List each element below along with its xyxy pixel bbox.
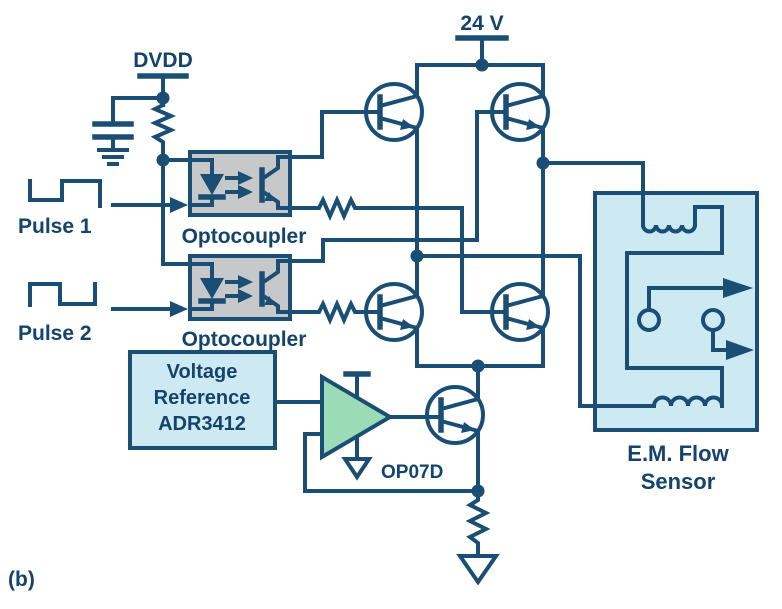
transistor-q3-collector <box>377 254 419 309</box>
transistor-q4-circle <box>490 282 550 342</box>
transistor-q4-emitter-arrow-icon <box>526 319 540 330</box>
pulse2-label: Pulse 2 <box>18 322 92 345</box>
vref-label-line3: ADR3412 <box>158 413 246 435</box>
ground-triangle-icon <box>456 554 500 586</box>
dvdd-to-opto2-anode <box>161 158 192 266</box>
junction-dot <box>475 58 489 72</box>
figure-label: (b) <box>8 568 35 591</box>
pulse2-waveform-icon <box>28 282 97 307</box>
transistor-q1-circle <box>364 82 424 142</box>
transistor-q4-emitter <box>503 315 545 368</box>
opto2-light-arrow1-icon <box>238 275 253 289</box>
junction-dot <box>471 484 485 498</box>
transistor-q2-emitter-arrow-icon <box>526 119 540 130</box>
transistor-q2-emitter <box>503 115 545 165</box>
opto1-light-arrow1-icon <box>238 171 253 185</box>
vref-label-line1: Voltage <box>167 361 238 383</box>
transistor-q5-emitter-arrow-icon <box>461 422 475 433</box>
pulse1-label: Pulse 1 <box>18 215 92 238</box>
junction-dot <box>471 359 485 373</box>
junction-dot <box>156 91 170 105</box>
opto1-to-q1-base-wire <box>288 110 382 159</box>
transistor-q4-collector <box>503 161 545 309</box>
optocoupler1-label: Optocoupler <box>182 225 307 248</box>
transistor-q3-circle <box>364 282 424 342</box>
junction-dot <box>410 249 424 263</box>
opamp-part-label: OP07D <box>381 462 443 483</box>
sensor-electrode2-icon <box>701 308 725 332</box>
dvdd-resistor <box>150 102 176 162</box>
optocoupler2-label: Optocoupler <box>182 328 307 351</box>
vref-label-line2: Reference <box>154 387 251 409</box>
opto2-led-cathode-wire <box>188 299 214 311</box>
feedback-wire <box>303 432 480 493</box>
sensor-electrode1-icon <box>637 308 661 332</box>
sensor-flow-tube <box>625 205 724 408</box>
junction-dot <box>536 156 550 170</box>
supply-label: 24 V <box>460 12 503 35</box>
transistor-q5-collector <box>438 364 480 412</box>
transistor-q5-emitter <box>438 418 480 493</box>
pulse1-arrowhead-icon <box>170 197 188 213</box>
sensor-output1-line <box>647 286 725 312</box>
cap-branch-wire <box>111 96 165 126</box>
transistor-q2-collector <box>503 63 545 109</box>
opto2-resistor-to-q3-base-wire <box>288 299 382 325</box>
opto1-led-anode-wire <box>188 158 214 176</box>
sensor-output2-line <box>711 328 728 352</box>
voltage-reference-box <box>128 350 277 450</box>
opto2-phototransistor-collector <box>259 259 292 286</box>
opto1-resistor-to-q4-base-wire <box>288 195 508 314</box>
opto1-light-arrow2-icon <box>238 185 253 199</box>
opto2-light-arrow2-icon <box>238 289 253 303</box>
sensor-output1-arrow-icon <box>723 278 753 298</box>
opto2-led-anode-wire <box>188 262 214 280</box>
transistor-q2-circle <box>490 82 550 142</box>
pulse2-arrowhead-icon <box>170 301 188 317</box>
opto1-emitter-arrow-icon <box>264 192 276 201</box>
bridge-left-to-sensor-wire <box>415 254 656 408</box>
opto1-led-cathode-wire <box>188 195 214 207</box>
em-flow-sensor-box <box>593 191 759 432</box>
opto2-to-q2-base-wire <box>288 110 508 263</box>
junction-dot <box>156 153 170 167</box>
dvdd-label: DVDD <box>133 49 193 72</box>
transistor-q1-collector <box>377 63 419 109</box>
opamp-ground-triangle-icon <box>341 457 373 481</box>
sensor-top-coil <box>640 222 698 234</box>
sensor-label-line2: Sensor <box>641 469 716 494</box>
sense-resistor <box>465 489 491 558</box>
transistor-q3-emitter-arrow-icon <box>400 319 414 330</box>
transistor-q1-emitter <box>377 115 419 258</box>
opto2-emitter-arrow-icon <box>264 296 276 305</box>
sensor-label-line1: E.M. Flow <box>627 441 729 466</box>
opto1-led-triangle-icon <box>200 174 224 195</box>
opto2-led-triangle-icon <box>200 278 224 299</box>
bridge-right-to-sensor-wire <box>541 161 645 227</box>
transistor-q3-emitter <box>377 315 419 368</box>
pulse1-waveform-icon <box>28 179 102 208</box>
transistor-q1-emitter-arrow-icon <box>400 119 414 130</box>
opto1-phototransistor-collector <box>259 155 292 182</box>
sensor-bottom-coil <box>651 395 725 409</box>
sensor-output2-arrow-icon <box>726 340 754 360</box>
